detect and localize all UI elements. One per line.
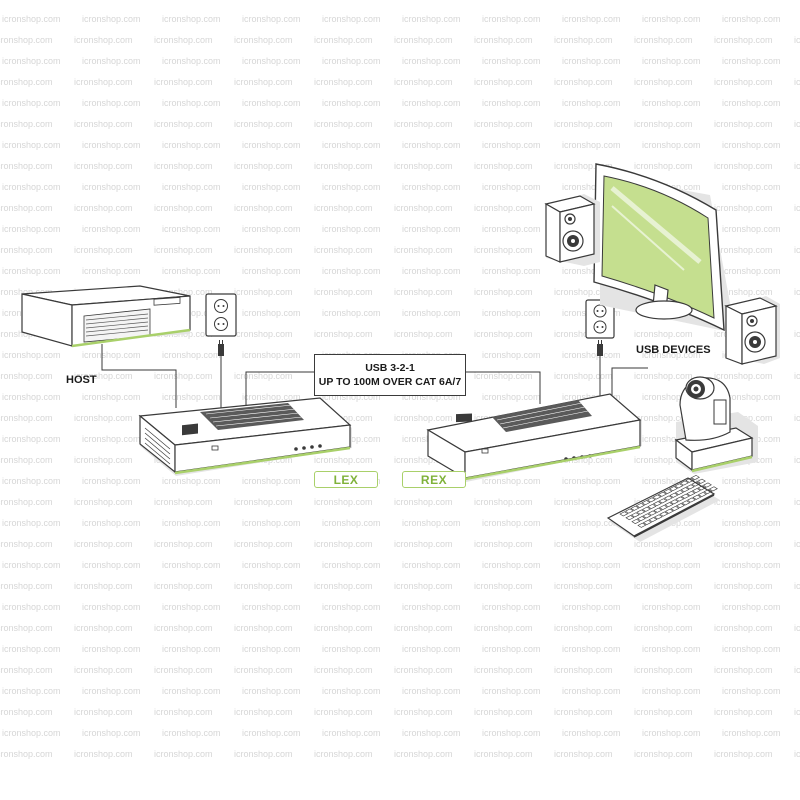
extender-unit-icon <box>426 393 642 482</box>
connection-callout: USB 3-2-1 UP TO 100M OVER CAT 6A/7 <box>314 354 466 396</box>
rex-tag: REX <box>402 471 466 488</box>
callout-line-1: USB 3-2-1 <box>365 362 415 374</box>
rex-to-devices-cable <box>611 367 648 404</box>
power-plug-icon <box>597 340 603 356</box>
host-label: HOST <box>66 374 97 386</box>
extender-unit-icon <box>138 397 352 476</box>
lex-tag: LEX <box>314 471 378 488</box>
power-outlet-icon <box>585 299 615 339</box>
speaker-icon <box>544 194 600 266</box>
lex-to-callout-cable <box>245 371 314 408</box>
ptz-camera-icon <box>674 376 758 474</box>
power-plug-icon <box>218 340 224 356</box>
keyboard-icon <box>606 474 720 542</box>
callout-to-rex-cable <box>466 371 541 404</box>
speaker-icon <box>724 296 780 365</box>
monitor-icon <box>593 163 735 332</box>
connection-lines <box>101 344 648 408</box>
host-to-lex-cable <box>101 344 177 408</box>
host-computer-icon <box>21 285 191 348</box>
callout-line-2: UP TO 100M OVER CAT 6A/7 <box>318 376 462 388</box>
power-outlet-icon <box>205 293 237 337</box>
usb-devices-label: USB DEVICES <box>636 344 711 356</box>
